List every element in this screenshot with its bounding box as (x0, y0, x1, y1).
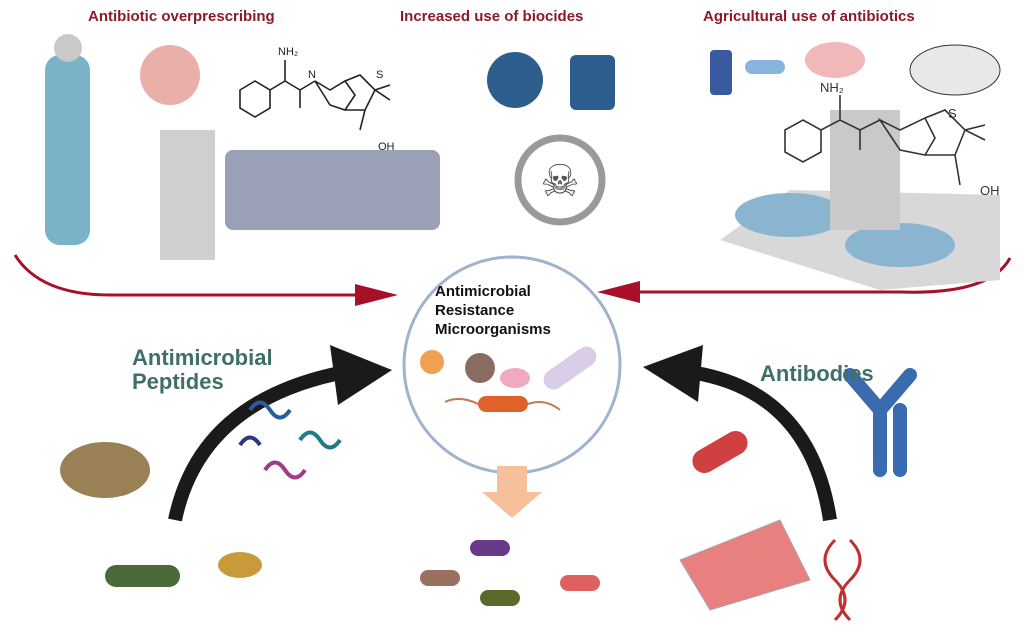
amine-label: NH₂ (278, 46, 298, 58)
left-red-arrowhead (355, 284, 398, 306)
antibody-bound-bacterium-icon (692, 431, 748, 473)
label-antimicrobial-peptides: Antimicrobial Peptides (132, 346, 273, 394)
title-increased-biocides: Increased use of biocides (400, 8, 584, 25)
coccus-icon (500, 368, 530, 388)
skull-glyph: ☠ (540, 157, 579, 206)
pig-icon (805, 42, 865, 78)
handwashing-icon (487, 52, 543, 108)
frog-icon (60, 442, 150, 498)
hydroxyl-label-right: OH (980, 183, 1000, 198)
center-label-line2: Resistance (435, 302, 515, 319)
caterpillar-icon (105, 565, 180, 587)
antibodies-black-arrow (688, 365, 837, 522)
hydroxyl-label: OH (378, 141, 395, 153)
amine-label-right: NH₂ (820, 80, 844, 95)
title-agricultural-antibiotics: Agricultural use of antibiotics (703, 8, 915, 25)
flagellated-bacterium-icon (478, 396, 528, 412)
nh-label: N (308, 69, 316, 81)
peptides-black-arrow (168, 365, 347, 522)
title-antibiotic-overprescribing: Antibiotic overprescribing (88, 8, 275, 25)
sulfur-label: S (376, 69, 383, 81)
dead-bacterium-icon (420, 570, 460, 586)
virus-icon (420, 350, 444, 374)
cell-culture-flask-icon (679, 519, 811, 611)
label-peptides-line2: Peptides (132, 369, 224, 394)
bee-icon (218, 552, 262, 578)
dead-bacterium-icon (470, 540, 510, 556)
ampicillin-structure-right (784, 95, 986, 186)
label-peptides-line1: Antimicrobial (132, 345, 273, 370)
center-label-line3: Microorganisms (435, 321, 551, 338)
silo-icon (830, 110, 900, 230)
right-red-arrowhead (597, 281, 640, 303)
peptide-icon (298, 430, 342, 450)
skull-toxic-icon (514, 134, 606, 226)
peptide-icon (238, 435, 262, 447)
flagella-icon (444, 398, 561, 411)
right-red-arrow-line (630, 257, 1012, 294)
dna-icon (823, 538, 862, 622)
ventilator-icon (160, 130, 215, 260)
antibody-icon (843, 368, 917, 477)
left-red-arrow-line (13, 254, 365, 297)
cow-icon (909, 44, 1001, 96)
doctor-icon (45, 55, 90, 245)
settling-tank-icon (735, 193, 845, 237)
soap-dispenser-icon (570, 55, 615, 110)
peptide-icon (248, 400, 292, 420)
orange-down-arrow (482, 466, 542, 518)
virus-particle-icon (140, 45, 200, 105)
pill-bottle-icon (710, 50, 732, 95)
sulfur-label-right: S (948, 106, 957, 121)
doctor-head-icon (54, 34, 82, 62)
dead-bacterium-icon (480, 590, 520, 606)
peptides-black-arrowhead (330, 345, 392, 405)
settling-tank-icon (845, 223, 955, 267)
dead-bacterium-icon (560, 575, 600, 591)
hospital-bed-icon (225, 150, 440, 230)
antibodies-black-arrowhead (643, 345, 703, 402)
purple-bacterium-icon (543, 346, 597, 390)
label-antibodies: Antibodies (760, 361, 874, 386)
center-label-line1: Antimicrobial (435, 283, 531, 300)
ampicillin-structure-left (239, 60, 391, 131)
fungus-icon (465, 353, 495, 383)
center-label: Antimicrobial Resistance Microorganisms (435, 282, 551, 339)
pill-icon (745, 60, 785, 74)
peptide-icon (263, 460, 307, 480)
